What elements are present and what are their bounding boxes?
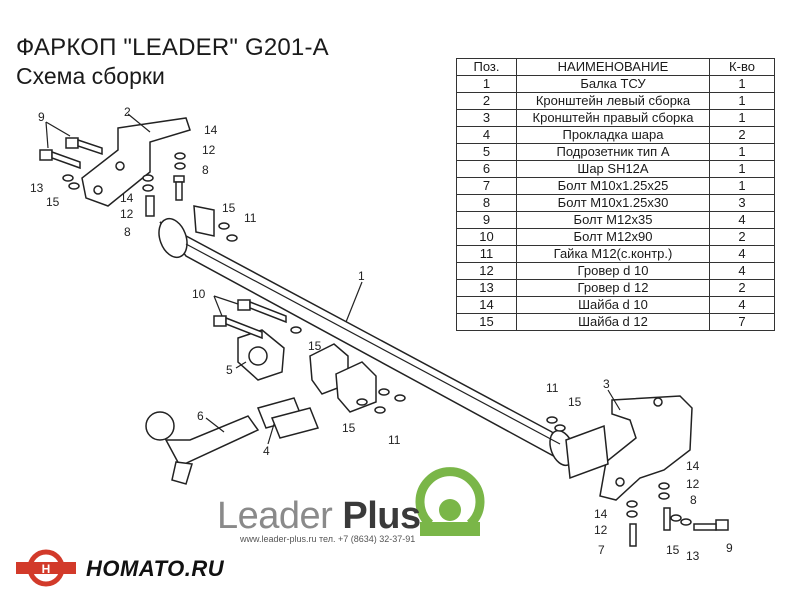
leader-lines [45,113,621,445]
callout-12c: 12 [686,477,700,491]
callout-10: 10 [192,287,206,301]
left-bracket [81,117,215,237]
callout-15a: 15 [46,195,60,209]
callout-2: 2 [124,105,131,119]
cell-qty: 7 [709,313,775,331]
callout-12b: 12 [120,207,134,221]
callout-8b: 8 [124,225,131,239]
callout-labels: 1 2 3 4 5 6 9 13 15 14 12 8 14 12 8 15 1… [30,105,733,563]
leader-plus-emblem [415,467,485,536]
cell-name: Шайба d 12 [516,313,710,331]
cell-name: Кронштейн левый сборка [516,92,710,110]
callout-11c: 11 [546,381,559,395]
callout-5: 5 [226,363,233,377]
callout-9b: 9 [726,541,733,555]
cell-qty: 4 [709,296,775,314]
callout-14a: 14 [204,123,218,137]
brand-logo-text: Leader Plus [217,495,421,538]
cell-name: Болт М12х90 [516,228,710,246]
callout-12d: 12 [594,523,608,537]
cell-name: Прокладка шара [516,126,710,144]
diagram-title: ФАРКОП "LEADER" G201-A [16,34,329,61]
washers-nuts [62,152,692,526]
col-header-pos: Поз. [456,58,517,76]
callout-13: 13 [30,181,44,195]
callout-3: 3 [603,377,610,391]
callout-15e: 15 [568,395,582,409]
callout-15d: 15 [342,421,356,435]
dealer-name: HOMATO.RU [86,556,225,581]
tow-ball [145,411,260,485]
callout-13b: 13 [686,549,700,563]
cell-name: Болт М12х35 [516,211,710,229]
callout-7: 7 [598,543,605,557]
callout-14c: 14 [686,459,700,473]
callout-11b: 11 [388,433,401,447]
right-bracket [565,395,693,501]
callout-14d: 14 [594,507,608,521]
callout-8a: 8 [202,163,209,177]
socket-plate [237,329,285,381]
brand-contacts: www.leader-plus.ru тел. +7 (8634) 32-37-… [240,534,416,544]
callout-15c: 15 [308,339,322,353]
callout-12a: 12 [202,143,216,157]
cell-qty: 1 [709,143,775,161]
callout-11a: 11 [244,211,257,225]
callout-14b: 14 [120,191,134,205]
brand-name-bold: Plus [342,495,421,537]
cell-name: Шар SH12A [516,160,710,178]
homato-logo-icon: H [16,549,76,587]
callout-8c: 8 [690,493,697,507]
cell-name: Подрозетник тип А [516,143,710,161]
svg-text:H: H [42,562,51,576]
cell-pos: 11 [456,245,517,263]
callout-6: 6 [197,409,204,423]
ball-gaskets [256,397,320,439]
bolts [39,137,729,547]
callout-15f: 15 [666,543,680,557]
brand-name: Leader [217,495,333,537]
table-header-row: Поз. НАИМЕНОВАНИЕ К-во [456,58,775,76]
diagram-subtitle: Схема сборки [16,63,165,89]
callout-1: 1 [358,269,365,283]
callout-4: 4 [263,444,270,458]
callout-15b: 15 [222,201,236,215]
callout-9: 9 [38,110,45,124]
